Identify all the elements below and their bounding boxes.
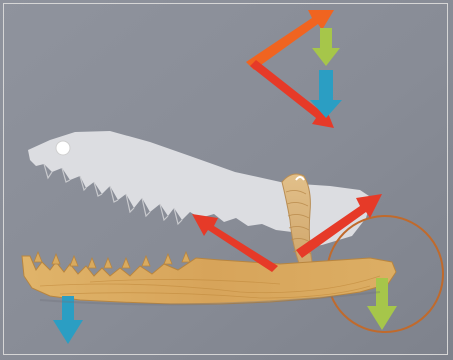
pivot-pin — [56, 141, 70, 155]
